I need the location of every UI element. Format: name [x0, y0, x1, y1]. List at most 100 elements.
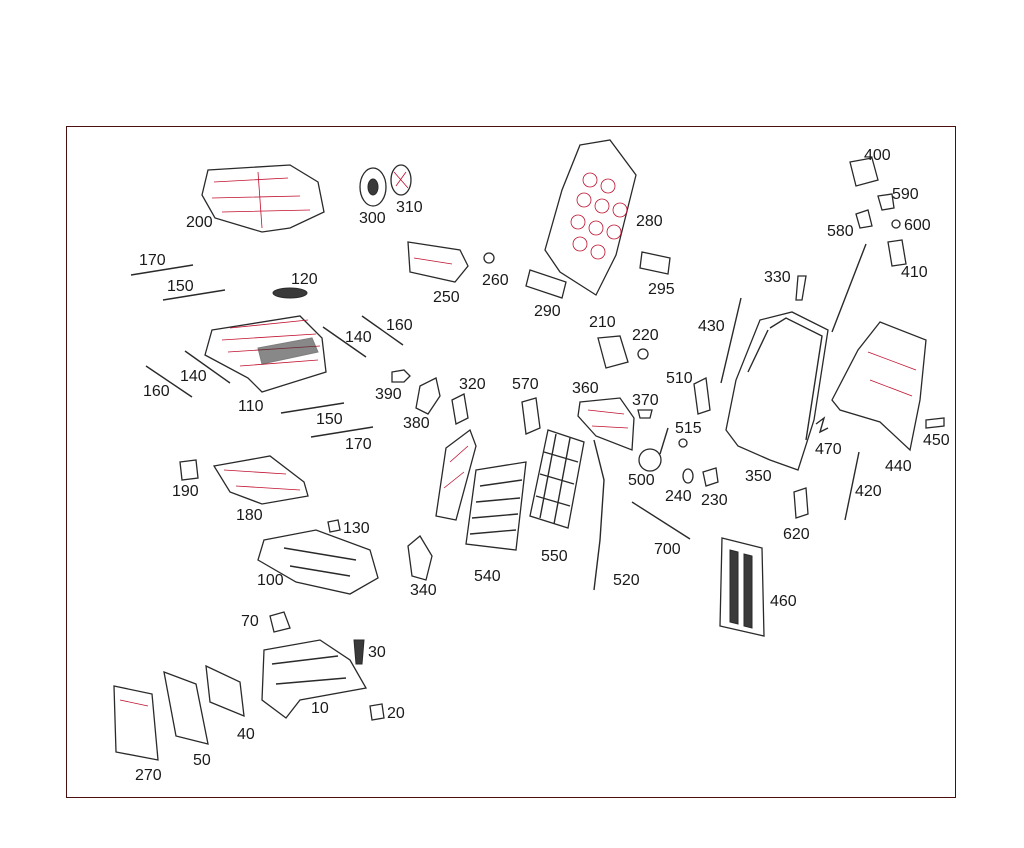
part-190-connector	[179, 459, 199, 481]
label-470: 470	[815, 441, 842, 458]
part-100-seat-pan	[257, 529, 379, 595]
label-410: 410	[901, 264, 928, 281]
label-240: 240	[665, 488, 692, 505]
part-30-bolt	[353, 639, 365, 665]
label-270: 270	[135, 767, 162, 784]
part-130-nut	[327, 519, 341, 533]
label-580: 580	[827, 223, 854, 240]
label-430: 430	[698, 318, 725, 335]
part-300-speaker	[359, 167, 387, 207]
label-210: 210	[589, 314, 616, 331]
label-70: 70	[241, 613, 259, 630]
label-320: 320	[459, 376, 486, 393]
label-540: 540	[474, 568, 501, 585]
label-330: 330	[764, 269, 791, 286]
label-200: 200	[186, 214, 213, 231]
part-70-clip	[269, 611, 291, 633]
label-700: 700	[654, 541, 681, 558]
label-110: 110	[238, 398, 264, 415]
label-10: 10	[311, 700, 329, 717]
label-600: 600	[904, 217, 931, 234]
label-190: 190	[172, 483, 199, 500]
label-360: 360	[572, 380, 599, 397]
part-270-panel	[113, 685, 159, 761]
part-240-washer	[682, 468, 694, 484]
label-570: 570	[512, 376, 539, 393]
label-40: 40	[237, 726, 255, 743]
part-290-strip	[525, 269, 567, 299]
part-540-lumbar	[465, 461, 527, 551]
part-350-backrest-frame	[725, 311, 829, 471]
label-250: 250	[433, 289, 460, 306]
label-590: 590	[892, 186, 919, 203]
part-470-spring	[815, 416, 829, 434]
part-400-headrest-guide	[849, 157, 879, 187]
part-320-module	[451, 393, 469, 425]
label-140a: 140	[345, 329, 372, 346]
label-520: 520	[613, 572, 640, 589]
label-100: 100	[257, 572, 284, 589]
label-450: 450	[923, 432, 950, 449]
part-260-clip	[483, 252, 495, 264]
part-230-nut	[702, 467, 719, 487]
label-170b: 170	[345, 436, 372, 453]
part-570-module	[521, 397, 541, 435]
part-110-seat-cushion	[204, 315, 327, 393]
part-440-backrest-cover	[831, 321, 927, 452]
part-220-screw	[637, 348, 649, 360]
part-580-bracket	[855, 209, 873, 229]
part-210-switch	[597, 335, 629, 369]
part-600-screw	[891, 219, 901, 229]
label-290: 290	[534, 303, 561, 320]
label-550: 550	[541, 548, 568, 565]
part-520-cable	[593, 439, 605, 591]
part-200-cushion-cover	[201, 164, 325, 233]
leader-lines	[130, 264, 860, 540]
label-350: 350	[745, 468, 772, 485]
part-390-bolt	[391, 369, 411, 383]
part-340-bracket	[407, 535, 433, 581]
part-500-motor	[638, 427, 669, 472]
label-260: 260	[482, 272, 509, 289]
label-370: 370	[632, 392, 659, 409]
label-150b: 150	[316, 411, 343, 428]
label-460: 460	[770, 593, 797, 610]
part-120-trim	[272, 287, 308, 299]
label-515: 515	[675, 420, 702, 437]
label-620: 620	[783, 526, 810, 543]
label-280: 280	[636, 213, 663, 230]
part-50-trim	[163, 670, 209, 745]
part-20-connector	[369, 703, 385, 721]
label-160a: 160	[386, 317, 413, 334]
part-460-pad	[719, 537, 765, 637]
part-295-strip	[639, 251, 671, 275]
label-160b: 160	[143, 383, 170, 400]
part-620-bracket	[793, 487, 809, 519]
part-180-mat	[212, 455, 309, 505]
label-340: 340	[410, 582, 437, 599]
label-50: 50	[193, 752, 211, 769]
label-140b: 140	[180, 368, 207, 385]
label-440: 440	[885, 458, 912, 475]
part-380-bracket	[415, 377, 441, 415]
part-515-clip	[678, 438, 688, 448]
part-370-screw	[637, 409, 653, 419]
label-295: 295	[648, 281, 675, 298]
part-40-cover	[205, 664, 245, 718]
label-20: 20	[387, 705, 405, 722]
label-230: 230	[701, 492, 728, 509]
label-500: 500	[628, 472, 655, 489]
label-30: 30	[368, 644, 386, 661]
label-390: 390	[375, 386, 402, 403]
part-410-sleeve	[831, 239, 907, 333]
part-550-mesh	[529, 429, 585, 529]
part-450-pin	[925, 417, 945, 429]
label-300: 300	[359, 210, 386, 227]
label-400: 400	[864, 147, 891, 164]
part-280-backrest-panel	[544, 139, 637, 296]
diagram-frame	[66, 126, 956, 798]
part-mat-lower	[435, 428, 477, 521]
label-310: 310	[396, 199, 423, 216]
part-590-clip	[877, 193, 895, 211]
